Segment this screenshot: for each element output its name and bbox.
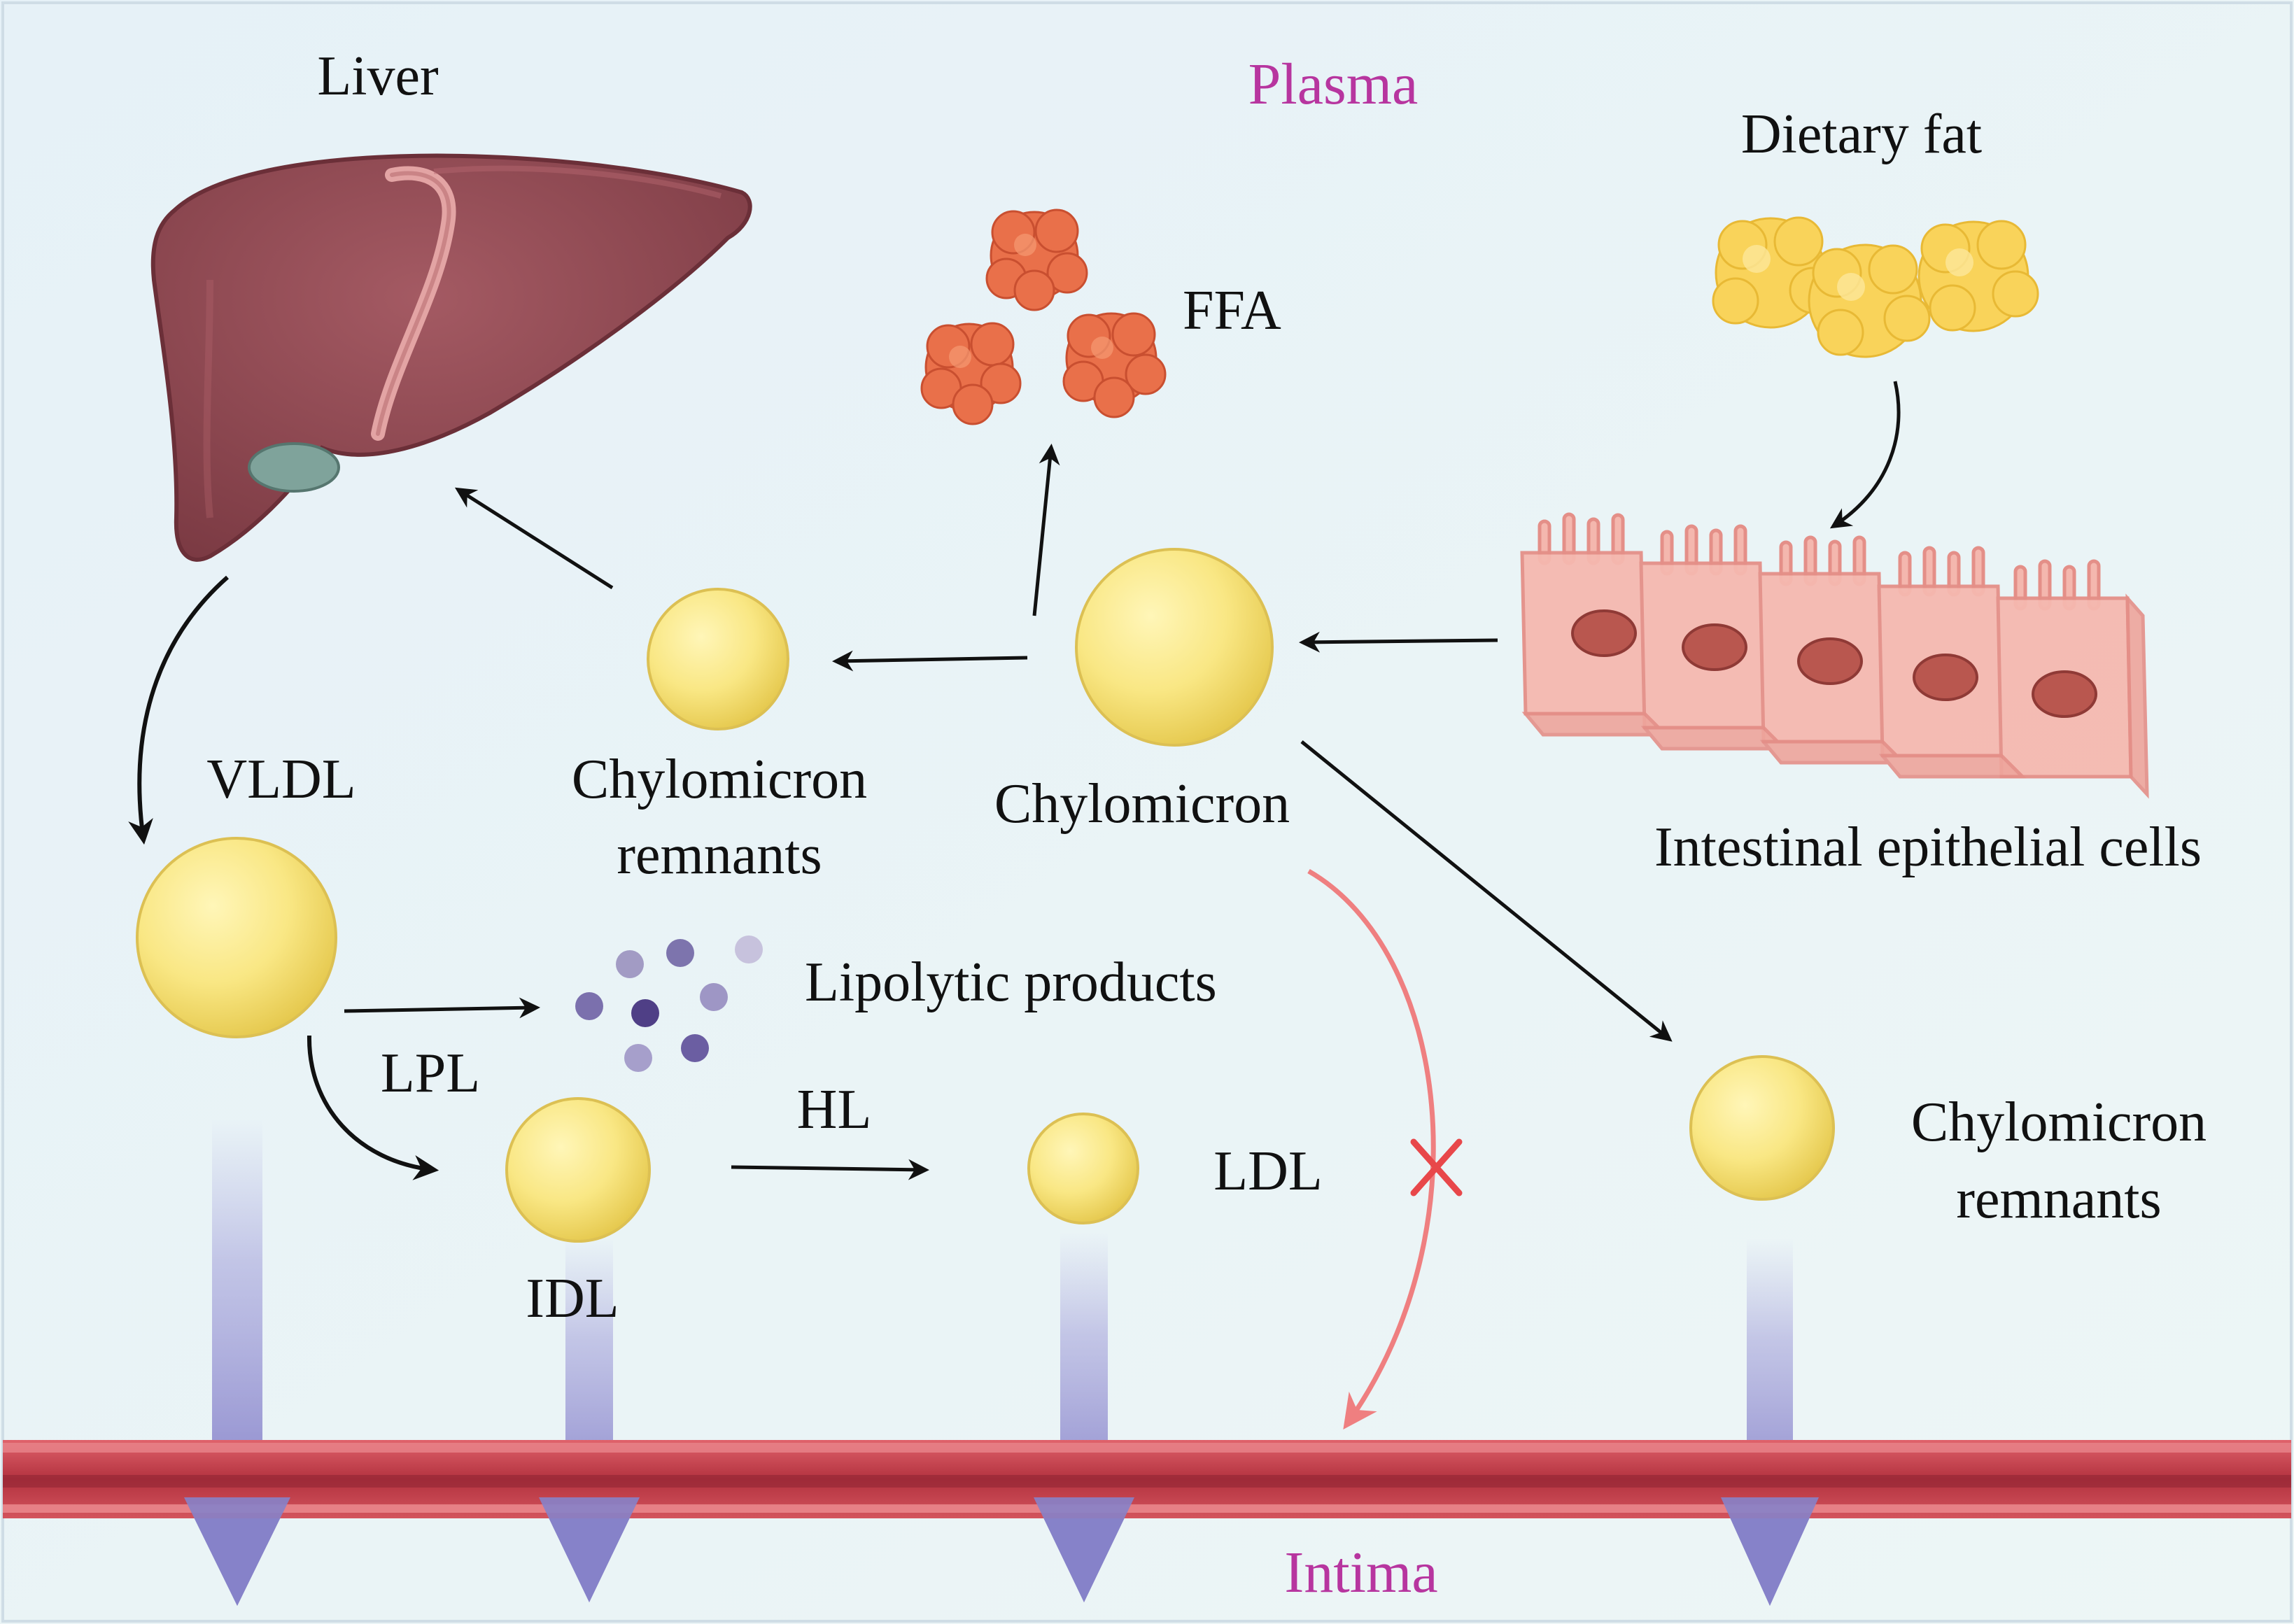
intestinal-epithelial-cells-label: Intestinal epithelial cells [1654,817,2202,878]
hl-label: HL [797,1079,872,1141]
chylomicron-to-right-remnants-arrow [1300,740,1673,1042]
liver-organ-icon [150,153,752,562]
epithelium-to-chylomicron-arrow [1299,631,1498,653]
free-fatty-acid-cluster-icon [920,209,1167,425]
lipolytic-products-icon [575,935,763,1072]
vldl-to-idl-arrow [307,1035,439,1180]
chylomicron-remnants-label-line1: Chylomicron [572,749,867,810]
liver-label: Liver [317,45,438,107]
chylomicron-remnants-right-label-line2: remnants [1956,1168,2161,1230]
idl-label: IDL [526,1268,619,1329]
dietary-fat-to-epithelium-arrow [1829,381,1901,529]
lipolytic-products-label: Lipolytic products [805,952,1217,1013]
idl-to-ldl-arrow [731,1159,929,1180]
ffa-label: FFA [1183,280,1281,341]
chylomicron-to-ffa-arrow [1032,444,1060,616]
intima-vessel [3,1440,2291,1518]
fat-droplet-icon [1712,216,2039,358]
chylomicron-to-remnants-arrow [832,650,1028,672]
liver-to-vldl-arrow [128,575,229,845]
chylomicron-remnants-label-line2: remnants [617,824,822,886]
cross-mark-icon [1410,1138,1463,1196]
remnants-to-liver-arrow [454,487,614,590]
ldl-particle [1027,1113,1139,1224]
idl-particle [505,1097,651,1243]
chylomicron-particle [1075,548,1274,747]
intestinal-epithelium-icon [1520,512,2149,799]
dietary-fat-label: Dietary fat [1741,104,1982,165]
chylomicron-remnants-right-label-line1: Chylomicron [1911,1092,2207,1153]
vldl-to-lipolytic-products-arrow [344,997,540,1019]
vldl-particle [136,837,337,1038]
vldl-label: VLDL [206,749,356,810]
intima-label: Intima [1284,1540,1437,1605]
chylomicron-blocked-arrow [1307,868,1436,1429]
penetration-arrow-tips [184,1497,1819,1606]
ldl-label: LDL [1213,1141,1323,1202]
chylomicron-label: Chylomicron [994,773,1290,835]
chylomicron-remnants-particle [647,588,789,730]
plasma-label: Plasma [1248,52,1419,117]
chylomicron-remnants-right-particle [1689,1055,1835,1201]
lpl-label: LPL [381,1043,480,1104]
